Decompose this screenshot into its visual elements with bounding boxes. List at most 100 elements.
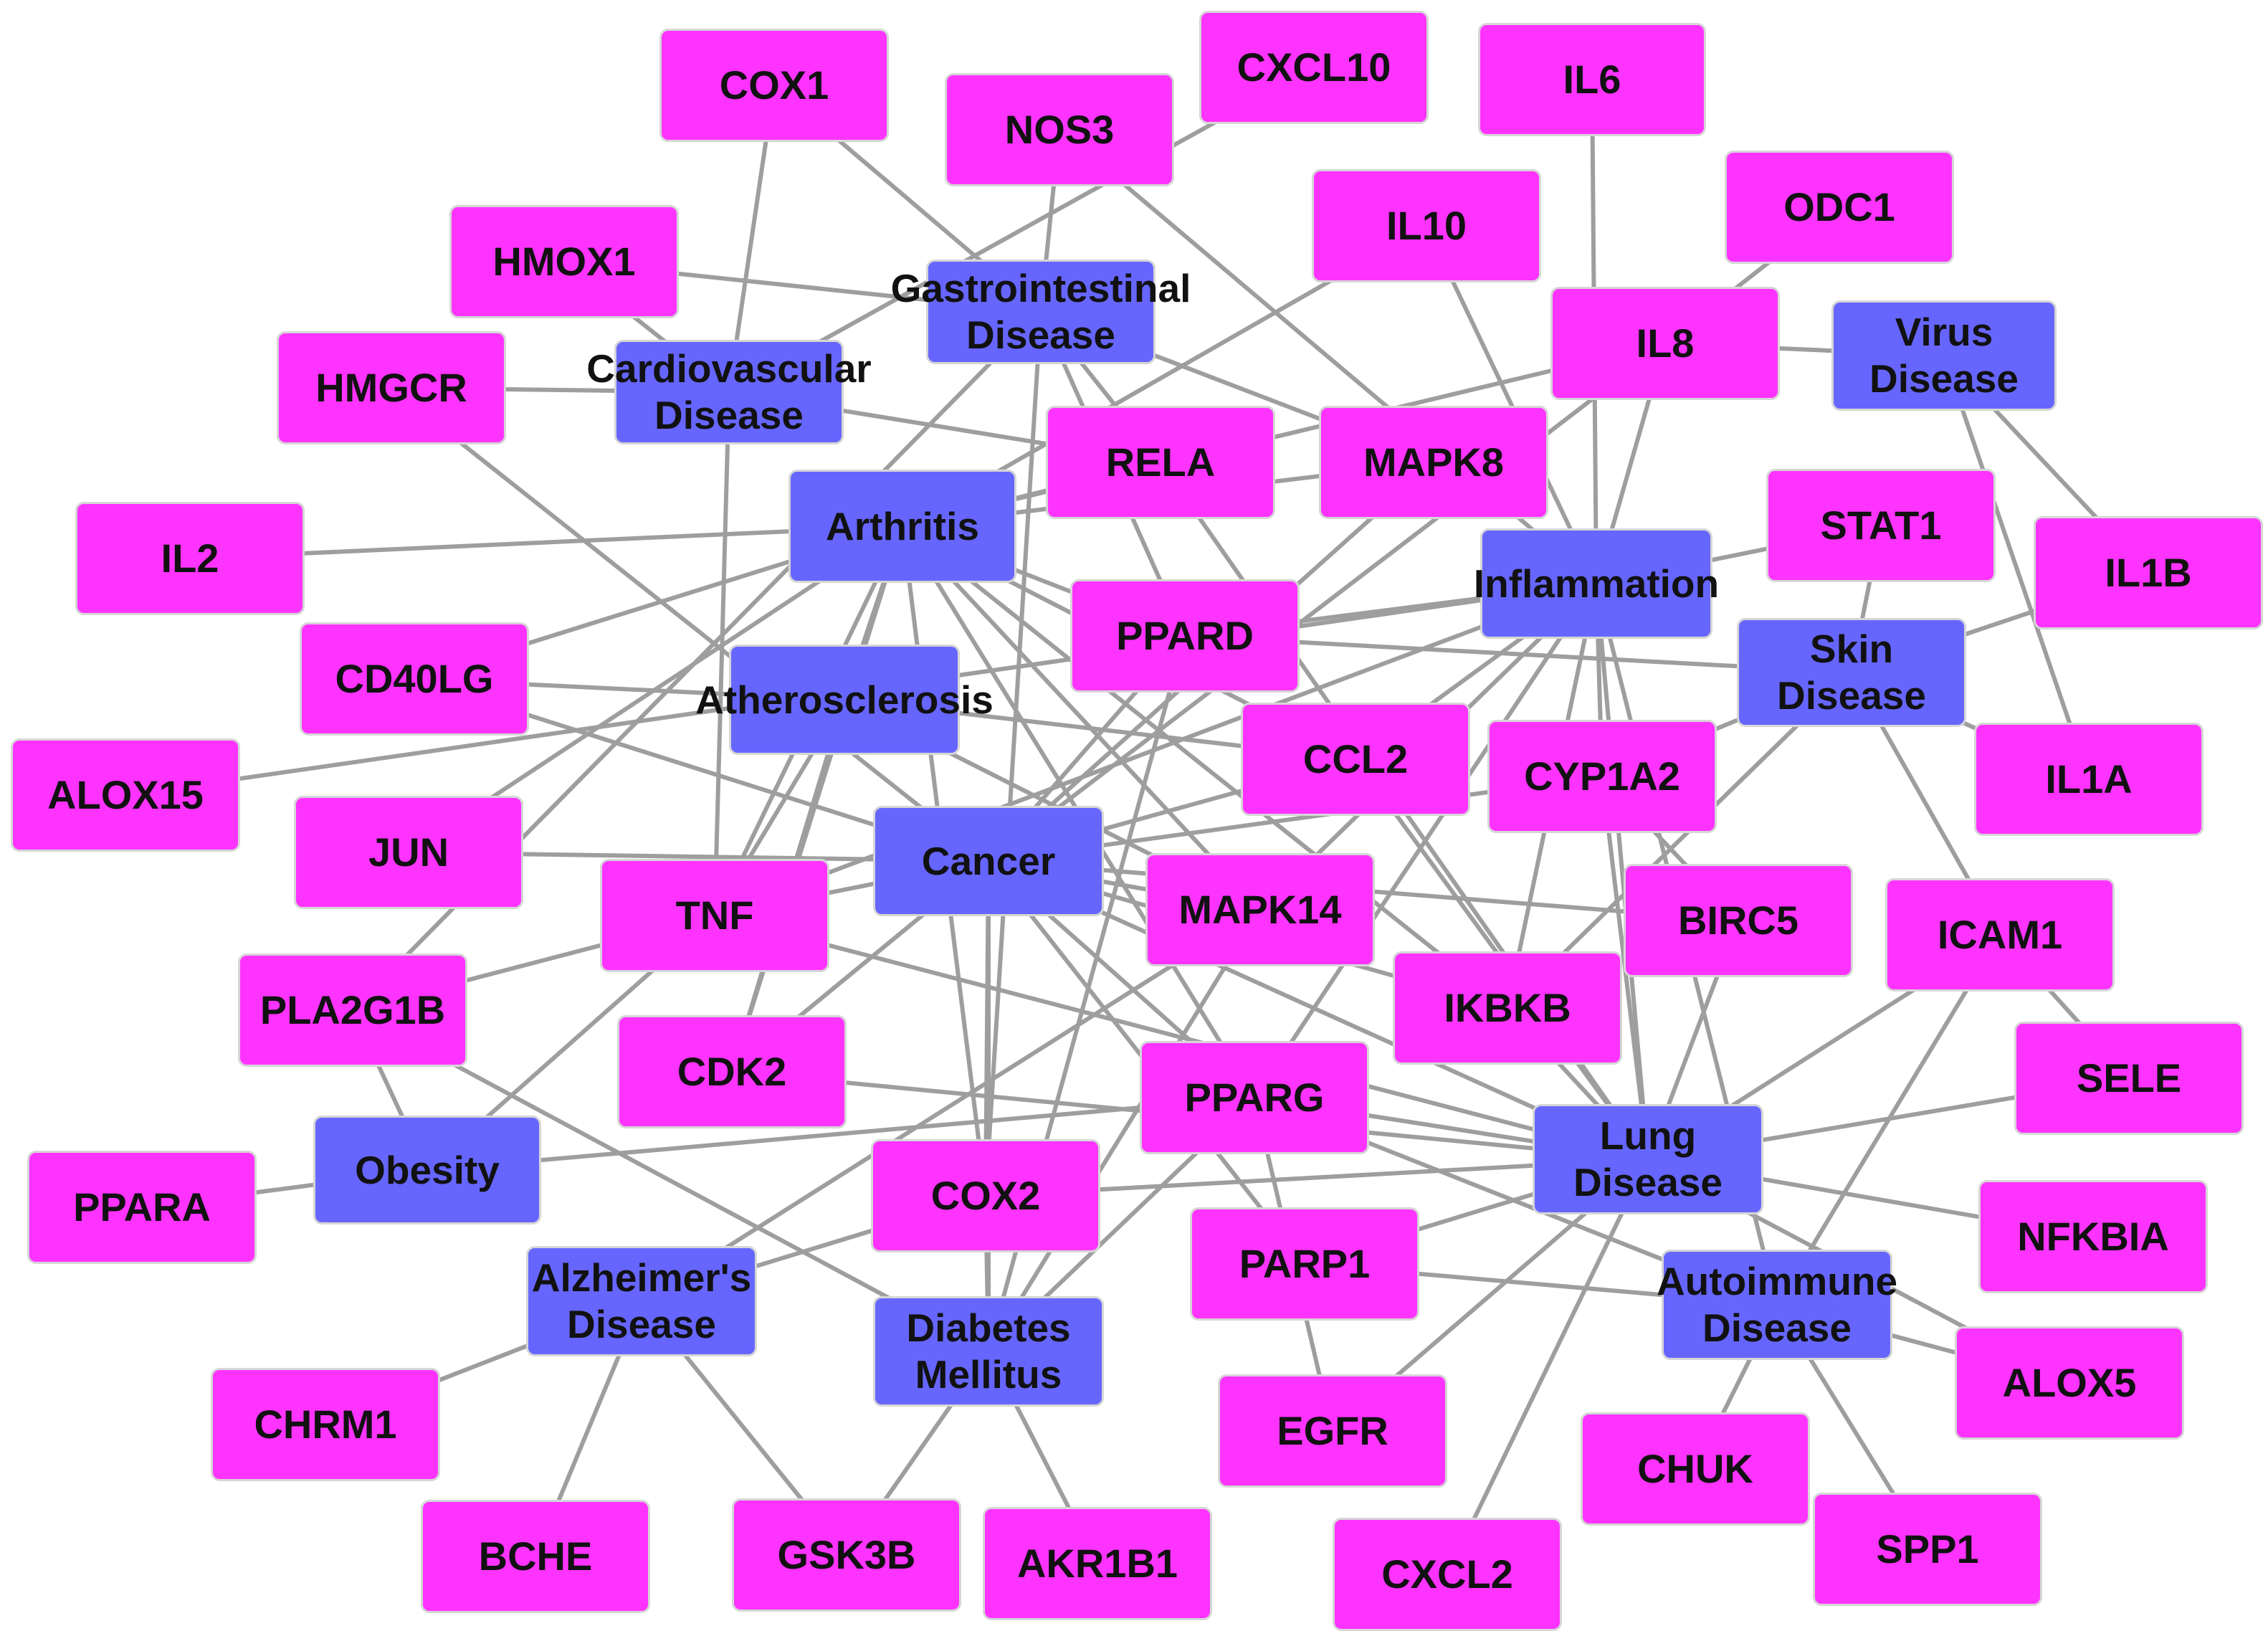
gene-node-parp1[interactable]: PARP1	[1190, 1207, 1419, 1321]
gene-node-egfr[interactable]: EGFR	[1218, 1374, 1447, 1488]
gene-node-mapk14[interactable]: MAPK14	[1145, 853, 1375, 966]
gene-label-cox2: COX2	[930, 1172, 1041, 1218]
gene-label-tnf: TNF	[675, 892, 754, 938]
gene-node-ppard[interactable]: PPARD	[1070, 579, 1300, 693]
gene-node-icam1[interactable]: ICAM1	[1885, 878, 2115, 992]
edge-HMGCR-cancer	[390, 386, 990, 863]
gene-node-gsk3b[interactable]: GSK3B	[732, 1498, 961, 1612]
gene-node-mapk8[interactable]: MAPK8	[1319, 406, 1548, 519]
gene-node-jun[interactable]: JUN	[294, 796, 523, 909]
gene-label-il6: IL6	[1563, 56, 1621, 102]
gene-node-bche[interactable]: BCHE	[421, 1500, 650, 1613]
gene-node-rela[interactable]: RELA	[1046, 406, 1275, 519]
gene-node-alox15[interactable]: ALOX15	[11, 738, 240, 852]
gene-node-spp1[interactable]: SPP1	[1813, 1493, 2042, 1606]
gene-label-rela: RELA	[1105, 439, 1216, 485]
gene-label-spp1: SPP1	[1876, 1526, 1979, 1571]
gene-node-hmgcr[interactable]: HMGCR	[277, 331, 506, 444]
gene-node-nos3[interactable]: NOS3	[945, 73, 1174, 186]
gene-node-cxcl2[interactable]: CXCL2	[1333, 1518, 1562, 1631]
edge-COX2-gastrointestinal	[983, 311, 1043, 1197]
gene-label-nos3: NOS3	[1004, 106, 1115, 152]
gene-node-birc5[interactable]: BIRC5	[1624, 864, 1853, 977]
gene-label-icam1: ICAM1	[1937, 911, 2063, 957]
disease-label-skin: Skin Disease	[1777, 627, 1926, 718]
gene-label-akr1b1: AKR1B1	[1016, 1540, 1178, 1586]
disease-node-atherosclerosis[interactable]: Atherosclerosis	[695, 645, 994, 755]
edge-PPARG-obesity	[427, 1095, 1255, 1172]
disease-label-autoimmune: Autoimmune Disease	[1656, 1259, 1898, 1350]
gene-node-cyp1a2[interactable]: CYP1A2	[1487, 720, 1717, 833]
gene-node-nfkbia[interactable]: NFKBIA	[1978, 1180, 2208, 1293]
gene-node-cox1[interactable]: COX1	[659, 29, 889, 142]
disease-node-lung[interactable]: Lung Disease	[1533, 1104, 1763, 1214]
gene-label-nfkbia: NFKBIA	[2017, 1213, 2169, 1259]
gene-label-mapk14: MAPK14	[1178, 886, 1342, 932]
gene-node-pla2g1b[interactable]: PLA2G1B	[238, 954, 467, 1067]
gene-node-cox2[interactable]: COX2	[871, 1139, 1100, 1252]
gene-node-il2[interactable]: IL2	[75, 502, 305, 615]
gene-label-cxcl10: CXCL10	[1237, 44, 1391, 90]
gene-node-stat1[interactable]: STAT1	[1766, 469, 1996, 582]
gene-node-il6[interactable]: IL6	[1478, 23, 1706, 136]
disease-label-gastrointestinal: Gastrointestinal Disease	[890, 266, 1191, 357]
gene-label-ppara: PPARA	[73, 1184, 211, 1230]
gene-node-il1a[interactable]: IL1A	[1974, 723, 2203, 836]
gene-label-alox15: ALOX15	[47, 771, 204, 817]
disease-node-virus[interactable]: Virus Disease	[1831, 300, 2057, 411]
gene-node-akr1b1[interactable]: AKR1B1	[983, 1507, 1212, 1620]
gene-label-il10: IL10	[1386, 202, 1467, 248]
gene-node-pparg[interactable]: PPARG	[1140, 1041, 1369, 1154]
gene-node-il10[interactable]: IL10	[1312, 169, 1541, 282]
gene-label-ikbkb: IKBKB	[1444, 984, 1571, 1030]
edge-TNF-inflammation	[713, 581, 1598, 918]
disease-label-diabetes: Diabetes Mellitus	[906, 1306, 1071, 1397]
disease-node-skin[interactable]: Skin Disease	[1737, 618, 1966, 727]
disease-label-alzheimers: Alzheimer's Disease	[531, 1255, 752, 1346]
disease-node-cardiovascular[interactable]: Cardiovascular Disease	[586, 340, 872, 444]
gene-label-stat1: STAT1	[1820, 502, 1942, 548]
edge-TNF-cardiovascular	[713, 391, 731, 916]
gene-node-ikbkb[interactable]: IKBKB	[1393, 951, 1622, 1065]
disease-node-arthritis[interactable]: Arthritis	[788, 470, 1016, 583]
gene-node-chuk[interactable]: CHUK	[1581, 1412, 1810, 1526]
disease-label-atherosclerosis: Atherosclerosis	[695, 677, 994, 722]
gene-node-tnf[interactable]: TNF	[600, 859, 829, 972]
disease-label-inflammation: Inflammation	[1473, 561, 1720, 606]
edge-lung-inflammation	[1594, 583, 1650, 1160]
gene-label-chrm1: CHRM1	[254, 1401, 397, 1447]
gene-node-cd40lg[interactable]: CD40LG	[300, 622, 529, 736]
gene-node-cxcl10[interactable]: CXCL10	[1199, 11, 1429, 124]
gene-node-hmox1[interactable]: HMOX1	[449, 205, 679, 318]
disease-node-inflammation[interactable]: Inflammation	[1474, 528, 1719, 639]
gene-node-sele[interactable]: SELE	[2014, 1022, 2244, 1135]
disease-node-autoimmune[interactable]: Autoimmune Disease	[1657, 1250, 1897, 1360]
disease-node-alzheimers[interactable]: Alzheimer's Disease	[526, 1246, 757, 1356]
edge-IL2-arthritis	[189, 524, 903, 561]
edge-PLA2G1B-diabetes	[351, 1008, 990, 1354]
gene-label-cdk2: CDK2	[677, 1048, 787, 1094]
gene-node-ppara[interactable]: PPARA	[27, 1151, 257, 1264]
gene-label-pparg: PPARG	[1184, 1074, 1325, 1120]
disease-node-obesity[interactable]: Obesity	[313, 1116, 541, 1225]
gene-label-odc1: ODC1	[1783, 184, 1895, 229]
edge-IL8-cancer	[987, 341, 1667, 863]
gene-label-il2: IL2	[161, 535, 219, 581]
gene-node-cdk2[interactable]: CDK2	[617, 1015, 847, 1128]
gene-node-il8[interactable]: IL8	[1550, 287, 1780, 400]
edge-MAPK14-diabetes	[986, 908, 1262, 1353]
gene-node-ccl2[interactable]: CCL2	[1241, 703, 1470, 816]
edge-IL10-inflammation	[1424, 224, 1598, 585]
disease-node-diabetes[interactable]: Diabetes Mellitus	[873, 1296, 1104, 1407]
disease-label-cardiovascular: Cardiovascular Disease	[586, 346, 872, 437]
disease-node-cancer[interactable]: Cancer	[873, 806, 1104, 916]
edge-PPARG-inflammation	[1252, 582, 1598, 1099]
disease-label-arthritis: Arthritis	[826, 503, 979, 548]
gene-node-alox5[interactable]: ALOX5	[1955, 1326, 2184, 1440]
gene-node-il1b[interactable]: IL1B	[2034, 516, 2263, 629]
gene-label-parp1: PARP1	[1239, 1240, 1371, 1286]
gene-node-chrm1[interactable]: CHRM1	[211, 1368, 440, 1481]
disease-node-gastrointestinal[interactable]: Gastrointestinal Disease	[891, 260, 1191, 364]
gene-node-odc1[interactable]: ODC1	[1725, 151, 1954, 264]
